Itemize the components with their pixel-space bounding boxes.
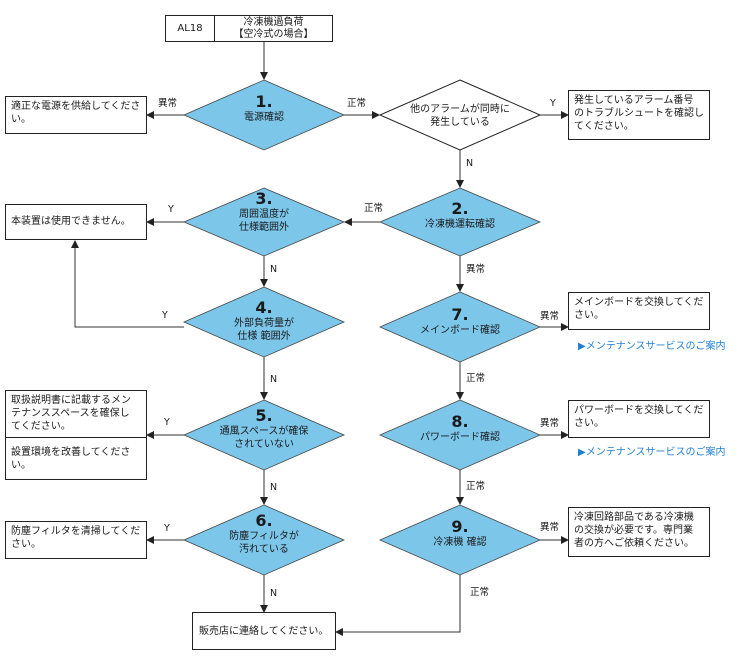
action-main-board: メインボードを交換してください。 [568,292,710,330]
decision-8-text: 8.パワーボード確認 [420,412,500,444]
label-d9-normal: 正常 [470,587,490,598]
diamond-1 [183,79,345,151]
label-d8-abnormal: 異常 [540,418,560,429]
action-space: 取扱説明書に記載するメンテナンススペースを確保してください。 [5,390,147,438]
label-d1-normal: 正常 [347,98,367,109]
label-d5-yes: Y [164,417,170,428]
decision-3-text: 3.周囲温度が仕様範囲外 [239,189,289,234]
label-d3-yes: Y [168,204,174,215]
action-filter: 防塵フィルタを清掃してください。 [5,521,147,559]
label-d2-normal: 正常 [364,203,384,214]
action-chiller: 冷凍回路部品である冷凍機の交換が必要です。専門業者の方へご依頼ください。 [568,507,710,557]
label-other-yes: Y [550,98,556,109]
arrow-d4-unusable [71,240,184,328]
label-d6-yes: Y [164,523,170,534]
label-d4-no: N [270,374,278,385]
label-d9-abnormal: 異常 [540,522,560,533]
action-power: 適正な電源を供給してください。 [5,96,147,134]
decision-7-text: 7.メインボード確認 [420,305,500,337]
decision-other-alarm-text: 他のアラームが同時に発生している [410,104,510,128]
decision-4-text: 4.外部負荷量が仕様 範囲外 [234,298,294,343]
label-d2-abnormal: 異常 [466,264,486,275]
label-d4-yes: Y [162,310,168,321]
alarm-code: AL18 [165,15,215,42]
decision-1-text: 1.電源確認 [244,92,284,124]
arrow-d9-dealer [335,575,461,636]
decision-2-text: 2.冷凍機運転確認 [425,199,495,231]
label-d3-no: N [270,264,278,275]
decision-9-text: 9.冷凍機 確認 [433,517,487,549]
action-environment: 設置環境を改善してください。 [5,437,147,480]
action-power-board: パワーボードを交換してください。 [568,400,710,438]
label-d7-normal: 正常 [466,373,486,384]
maintenance-link-1[interactable]: ▶メンテナンスサービスのご案内 [578,341,726,352]
label-d8-normal: 正常 [466,481,486,492]
decision-5-text: 5.通風スペースが確保されていない [219,406,309,451]
label-d1-abnormal: 異常 [158,98,178,109]
label-d6-no: N [270,588,278,599]
maintenance-link-2[interactable]: ▶メンテナンスサービスのご案内 [578,447,726,458]
alarm-title: 冷凍機過負荷 【空冷式の場合】 [214,15,333,42]
label-other-no: N [466,158,474,169]
action-other-alarm: 発生しているアラーム番号のトラブルシュートを確認してください。 [568,90,710,140]
decision-6-text: 6.防塵フィルタが汚れている [229,511,299,556]
label-d7-abnormal: 異常 [540,311,560,322]
action-unusable: 本装置は使用できません。 [5,204,147,240]
action-dealer: 販売店に連絡してください。 [192,612,336,650]
label-d5-no: N [270,482,278,493]
